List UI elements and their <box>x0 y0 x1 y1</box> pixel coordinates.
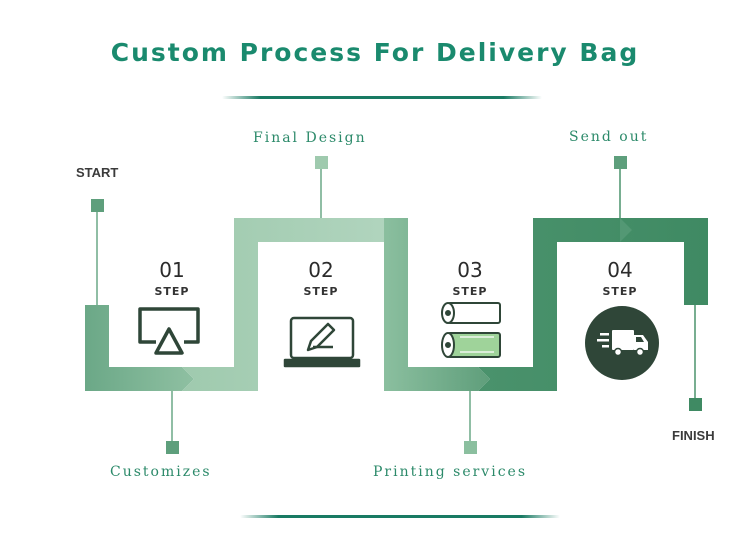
final-design-label: Final Design <box>253 130 367 146</box>
laptop-pen-icon <box>283 316 361 368</box>
send-out-node <box>614 156 627 169</box>
finish-label: FINISH <box>672 428 715 443</box>
flow-segment-1 <box>85 305 194 391</box>
final-design-node <box>315 156 328 169</box>
step-1-number: 01 <box>159 258 185 282</box>
title-underline <box>222 96 542 99</box>
film-rolls-icon <box>441 302 501 358</box>
bottom-rule <box>240 515 560 518</box>
step-3-number: 03 <box>457 258 483 282</box>
flow-segment-3 <box>384 218 490 391</box>
flow-segment-2 <box>182 218 404 391</box>
step-1-label: STEP <box>154 285 190 298</box>
flow-segment-4 <box>478 218 708 391</box>
step-3-label: STEP <box>452 285 488 298</box>
customizes-node <box>166 441 179 454</box>
step-2-label: STEP <box>303 285 339 298</box>
screen-cast-icon <box>138 307 200 355</box>
delivery-truck-icon <box>585 306 659 380</box>
start-node <box>91 199 104 212</box>
flow-segment-4-arrow <box>620 218 632 242</box>
customizes-label: Customizes <box>110 464 212 480</box>
page-title: Custom Process For Delivery Bag <box>110 38 640 67</box>
printing-node <box>464 441 477 454</box>
start-label: START <box>76 165 119 180</box>
finish-node <box>689 398 702 411</box>
step-4-number: 04 <box>607 258 633 282</box>
step-4-label: STEP <box>602 285 638 298</box>
step-2-number: 02 <box>308 258 334 282</box>
send-out-label: Send out <box>569 129 649 145</box>
printing-services-label: Printing services <box>373 464 527 480</box>
